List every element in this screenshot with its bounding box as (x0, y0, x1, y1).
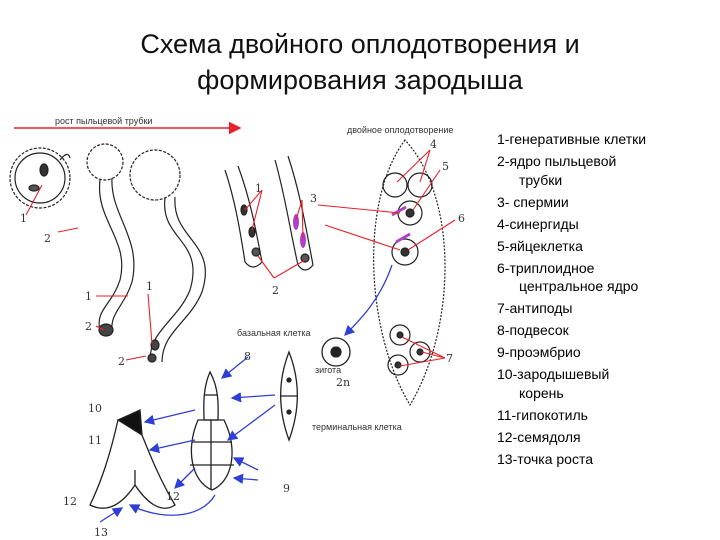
legend-item-continuation: центральное ядро (519, 278, 639, 295)
legend-item: 4-синергиды (497, 215, 717, 234)
development-arrows (99, 264, 393, 523)
legend-item-text: 3- спермии (497, 193, 569, 210)
legend-item-text: 13-точка роста (497, 450, 593, 467)
fig-number-2d: 2 (272, 284, 279, 297)
legend-item: 7-антиподы (497, 299, 717, 318)
fig-number-4: 4 (430, 138, 437, 151)
pollen-tube-tip-2 (274, 155, 314, 271)
title-line-2: формирования зародыша (197, 65, 523, 95)
fig-number-1a: 1 (20, 212, 27, 225)
legend: 1-генеративные клетки 2-ядро пыльцевой тр… (497, 130, 717, 472)
fig-number-1c: 1 (85, 290, 92, 303)
fig-number-13: 13 (94, 526, 108, 539)
fig-number-12a: 12 (63, 495, 77, 508)
zygote (321, 337, 351, 367)
legend-item: 11-гипокотиль (497, 406, 717, 425)
legend-item-text: 9-проэмбрио (497, 344, 581, 361)
fig-number-5: 5 (442, 160, 449, 173)
slide-title: Схема двойного оплодотворения и формиров… (0, 26, 720, 98)
caption-zygote: зигота (315, 365, 341, 375)
fig-number-12b: 12 (166, 490, 180, 503)
legend-item-text: 8-подвесок (497, 322, 569, 339)
legend-item: 1-генеративные клетки (497, 130, 717, 149)
caption-double-fertilization: двойное оплодотворение (347, 125, 453, 135)
two-cell-proembryo (280, 350, 298, 442)
caption-pollen-tube-growth: рост пыльцевой трубки (55, 116, 152, 126)
legend-item-text: 12-семядоля (497, 428, 581, 445)
pollen-grain-2 (86, 143, 135, 337)
title-line-1: Схема двойного оплодотворения и (140, 29, 580, 59)
legend-item-text: 4-синергиды (497, 215, 579, 232)
fig-number-1d: 1 (146, 280, 153, 293)
legend-item-continuation: трубки (519, 171, 563, 188)
legend-item-text: 2-ядро пыльцевой (497, 152, 617, 169)
fig-number-9: 9 (283, 482, 290, 495)
fig-number-2c: 2 (118, 355, 125, 368)
legend-item: 13-точка роста (497, 450, 717, 469)
legend-item-continuation: корень (519, 384, 564, 401)
legend-item-text: 7-антиподы (497, 300, 573, 317)
legend-item: 3- спермии (497, 193, 717, 212)
legend-item-text: 1-генеративные клетки (497, 131, 647, 147)
pollen-grain-1 (9, 147, 71, 209)
fig-number-2a: 2 (44, 232, 51, 245)
caption-terminal-cell: терминальная клетка (312, 422, 402, 432)
fig-number-10: 10 (88, 402, 102, 415)
caption-zygote-ploidy: 2n (336, 376, 350, 389)
proembryo-with-suspensor (190, 370, 234, 491)
mature-embryo (89, 409, 176, 509)
legend-item: 2-ядро пыльцевой трубки (497, 152, 717, 189)
legend-item: 12-семядоля (497, 428, 717, 447)
fig-number-8: 8 (244, 350, 251, 363)
embryo-sac (373, 139, 446, 407)
legend-item-text: 11-гипокотиль (497, 406, 588, 423)
label-pointers (25, 149, 456, 367)
legend-item: 8-подвесок (497, 321, 717, 340)
legend-item: 6-триплоидное центральное ядро (497, 259, 717, 296)
fig-number-3: 3 (310, 192, 317, 205)
legend-item: 5-яйцеклетка (497, 237, 717, 256)
legend-item-text: 10-зародышевый (497, 366, 610, 383)
fig-number-11: 11 (88, 434, 102, 447)
legend-item-text: 6-триплоидное (497, 259, 595, 276)
pollen-tube-tip-1 (224, 165, 263, 268)
fig-number-6: 6 (458, 212, 465, 225)
legend-item: 9-проэмбрио (497, 343, 717, 362)
fig-number-2b: 2 (85, 320, 92, 333)
pollen-grain-3 (129, 149, 206, 363)
legend-item-text: 5-яйцеклетка (497, 237, 583, 254)
fig-number-1b: 1 (255, 182, 262, 195)
fig-number-7: 7 (446, 352, 453, 365)
caption-basal-cell: базальная клетка (237, 328, 311, 338)
